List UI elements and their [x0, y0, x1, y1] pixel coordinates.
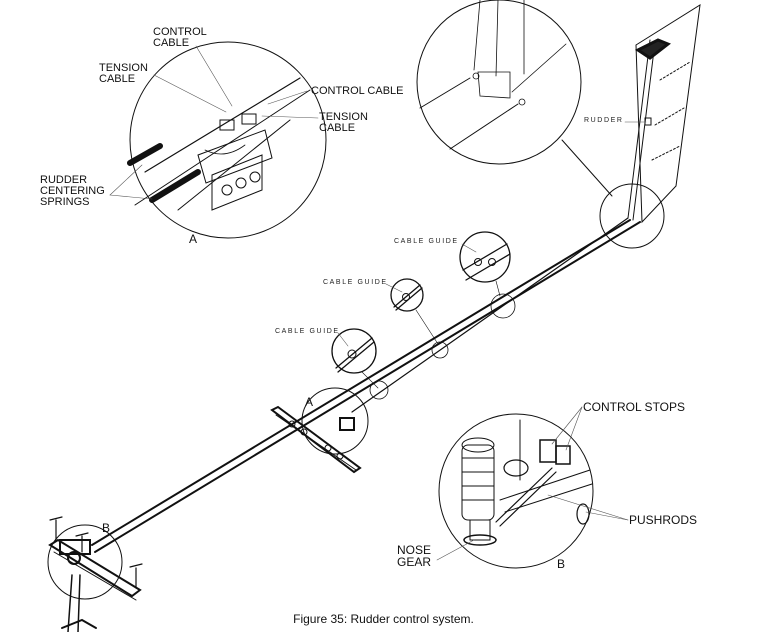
detail-a-marker-circle	[301, 387, 369, 455]
label-pushrods: PUSHRODS	[629, 513, 698, 527]
label-rudder-centering-springs: RUDDER CENTERING SPRINGS	[40, 174, 105, 208]
rudder-surface	[627, 4, 701, 224]
detail-a-leaders	[109, 45, 319, 200]
detail-a-letter: A	[189, 232, 198, 246]
label-cable-guide-3: CABLE GUIDE	[394, 238, 459, 245]
main-cables	[91, 217, 641, 553]
marker-b: B	[102, 521, 111, 535]
label-rudder: RUDDER	[584, 117, 624, 124]
cable-guide-leaders	[337, 243, 477, 347]
marker-a: A	[305, 395, 314, 409]
label-control-stops: CONTROL STOPS	[583, 400, 686, 414]
detail-b-letter: B	[557, 557, 566, 571]
cable-guide-3	[459, 231, 516, 319]
detail-a-circle	[127, 41, 327, 239]
label-tension-cable-left: TENSION CABLE	[99, 62, 148, 85]
label-cable-guide-1: CABLE GUIDE	[275, 328, 340, 335]
label-tension-cable-right: TENSION CABLE	[319, 111, 368, 134]
label-cable-guide-2: CABLE GUIDE	[323, 279, 388, 286]
cable-guide-1	[331, 328, 389, 400]
cable-guide-2	[390, 278, 449, 359]
detail-b-circle	[438, 413, 594, 569]
rudder-detail-leader	[561, 139, 613, 197]
lower-assembly-b	[47, 516, 143, 632]
rudder-detail-circle	[416, 0, 582, 165]
figure-caption: Figure 35: Rudder control system.	[293, 612, 474, 626]
rudder-attach-circle	[599, 183, 665, 249]
label-control-cable-right: CONTROL CABLE	[311, 85, 404, 97]
label-nose-gear: NOSE GEAR	[397, 543, 432, 569]
detail-b-leaders	[436, 406, 629, 561]
label-control-cable-top: CONTROL CABLE	[153, 26, 207, 49]
crossbeam-a	[270, 405, 362, 474]
